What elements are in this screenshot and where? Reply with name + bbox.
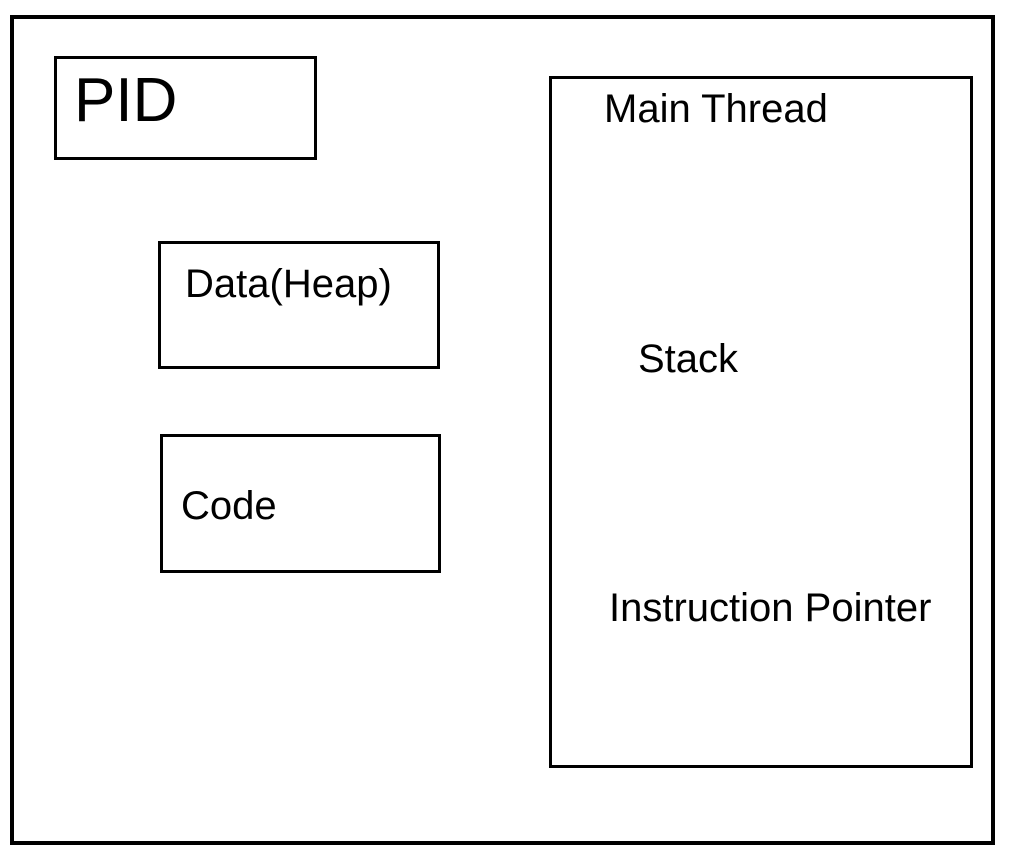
main-thread-box: Main Thread Stack Instruction Pointer [549,76,973,768]
main-thread-label: Main Thread [604,87,828,131]
data-heap-label: Data(Heap) [185,262,392,306]
code-box: Code [160,434,441,573]
code-label: Code [181,484,277,528]
process-outer-box: PID Data(Heap) Code Main Thread Stack In… [10,15,995,845]
data-heap-box: Data(Heap) [158,241,440,369]
stack-label: Stack [638,337,739,381]
pid-box: PID [54,56,317,160]
pid-label: PID [74,66,178,135]
instruction-pointer-label: Instruction Pointer [609,586,932,630]
